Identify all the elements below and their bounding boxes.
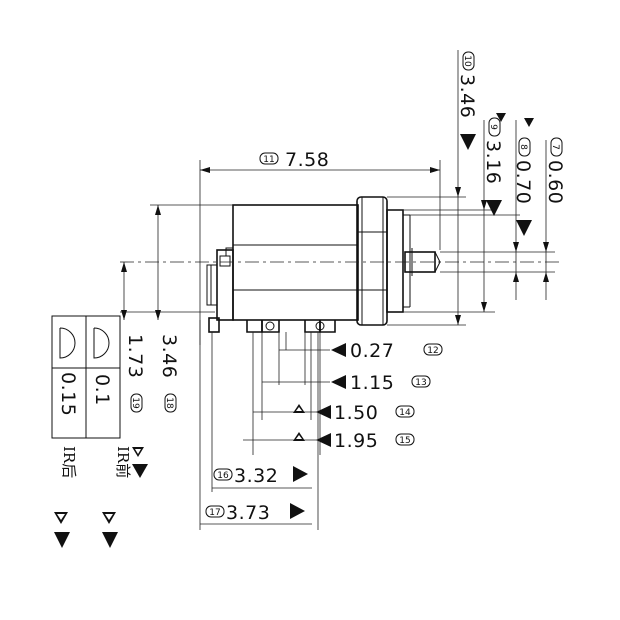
dim-12-num: 12	[427, 346, 438, 356]
dim-14-label: 1.50 14	[293, 402, 415, 424]
dim-9-label: 9 3.16	[482, 117, 504, 216]
dim-13-label: 1.15 13	[331, 372, 431, 394]
dim-12-label: 0.27 12	[331, 340, 443, 362]
dim-14-value: 1.50	[334, 402, 378, 424]
dim-15-value: 1.95	[334, 430, 378, 452]
surface-table: 0.15 0.1	[51, 315, 121, 439]
dim-15-num: 15	[399, 436, 410, 446]
dim-17-label: 17 3.73	[205, 502, 305, 524]
dim-8-num: 8	[518, 144, 528, 150]
dim-10-value: 3.46	[456, 74, 478, 118]
front-symbol-solid-triangle	[132, 464, 148, 478]
dim-17-value: 3.73	[226, 502, 270, 524]
legend: IR前 IR后	[54, 446, 148, 548]
dim-15-label: 1.95 15	[293, 430, 415, 452]
table-row2-value: 0.1	[91, 374, 113, 406]
back-symbol-solid-triangle	[54, 532, 70, 548]
dim-14-num: 14	[399, 408, 411, 418]
dim-19-label: 1.73 19	[124, 334, 146, 413]
table-row1-value: 0.15	[57, 372, 79, 416]
dim-16-label: 16 3.32	[213, 465, 308, 487]
dim-17-num: 17	[209, 508, 220, 518]
surface-symbols-top-right	[496, 113, 534, 127]
dim-16-num: 16	[217, 471, 229, 481]
dim-9-num: 9	[488, 124, 498, 130]
dimension-lines	[123, 50, 547, 525]
dim-13-value: 1.15	[350, 372, 394, 394]
extension-lines	[120, 160, 560, 530]
dim-10-label: 10 3.46	[456, 51, 478, 150]
legend-back-label: IR后	[60, 446, 78, 478]
dim-7-num: 7	[550, 144, 560, 150]
dim-16-value: 3.32	[234, 465, 278, 487]
dim-12-value: 0.27	[350, 340, 394, 362]
dim-13-num: 13	[415, 378, 426, 388]
dim-11-label: 11 7.58	[259, 149, 329, 171]
legend-front-label: IR前	[114, 446, 132, 478]
dim-19-num: 19	[130, 397, 140, 409]
dim-7-value: 0.60	[544, 160, 566, 204]
dim-9-value: 3.16	[482, 140, 504, 184]
dim-19-value: 1.73	[124, 334, 146, 378]
dim-8-value: 0.70	[512, 160, 534, 204]
dim-11-value: 7.58	[285, 149, 329, 171]
front-symbol-solid-triangle-2	[102, 532, 118, 548]
arrowheads	[121, 167, 549, 325]
dim-8-label: 8 0.70	[512, 137, 534, 236]
dim-18-label: 3.46 18	[158, 334, 180, 413]
dim-7-label: 7 0.60	[544, 137, 566, 204]
half-circle-symbol-2	[93, 327, 110, 359]
dim-18-num: 18	[164, 397, 174, 409]
dim-10-num: 10	[462, 55, 472, 67]
dim-11-num: 11	[263, 155, 274, 165]
half-circle-symbol-1	[59, 327, 76, 359]
dim-18-value: 3.46	[158, 334, 180, 378]
